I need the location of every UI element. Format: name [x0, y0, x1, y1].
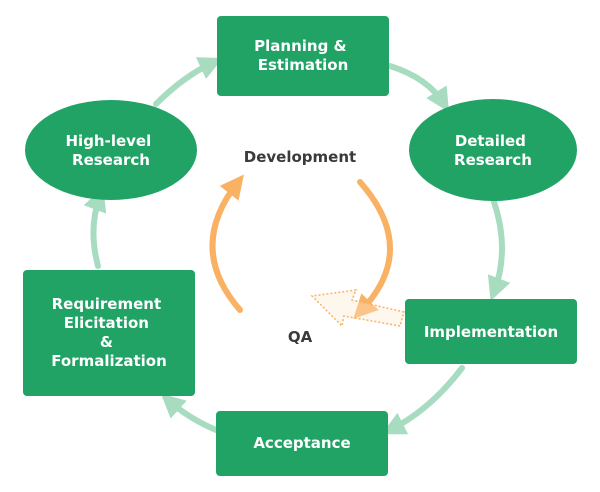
- requirement-label-line-4: Formalization: [51, 352, 167, 370]
- detailed-research-label-line-2: Research: [454, 151, 532, 169]
- svg-text:Implementation: Implementation: [424, 323, 558, 341]
- acceptance-label: Acceptance: [253, 434, 350, 452]
- node-implementation: Implementation: [405, 299, 577, 364]
- arrow-implementation-to-acceptance: [381, 365, 465, 435]
- requirement-label-line-1: Requirement: [52, 295, 162, 313]
- detailed-research-label-line-1: Detailed: [455, 132, 526, 150]
- svg-text:Requirement Elicitation: Requirement Elicitation & Formalization: [51, 295, 167, 370]
- arrow-planning-to-detailed: [387, 63, 450, 113]
- node-requirement-elicitation: Requirement Elicitation & Formalization: [23, 270, 195, 396]
- arrow-detailed-to-implementation: [487, 199, 511, 301]
- node-acceptance: Acceptance: [216, 411, 388, 476]
- inner-arrow-qa-to-development: [209, 174, 244, 313]
- high-level-research-label-line-2: Research: [72, 151, 150, 169]
- arrow-requirement-to-highlevel: [83, 187, 107, 269]
- arrow-acceptance-to-requirement: [160, 393, 219, 433]
- requirement-label-line-2: Elicitation: [64, 314, 149, 332]
- svg-text:Planning & Estimation: Planning & Estimation: [254, 37, 352, 74]
- svg-text:High-level Research: High-level Research: [66, 132, 157, 169]
- node-high-level-research: High-level Research: [25, 100, 197, 200]
- development-label: Development: [244, 148, 356, 166]
- planning-label-line-2: Estimation: [258, 56, 349, 74]
- svg-text:Acceptance: Acceptance: [253, 434, 350, 452]
- implementation-label: Implementation: [424, 323, 558, 341]
- arrow-highlevel-to-planning: [153, 57, 223, 107]
- implementation-to-qa-dotted-arrow: [310, 289, 405, 328]
- inner-arrow-development-to-qa: [353, 179, 393, 319]
- requirement-label-line-3: &: [100, 333, 113, 351]
- high-level-research-label-line-1: High-level: [66, 132, 152, 150]
- qa-label: QA: [288, 328, 313, 346]
- node-detailed-research: Detailed Research: [409, 99, 577, 201]
- svg-text:Detailed Research: Detailed Research: [454, 132, 532, 169]
- node-planning-estimation: Planning & Estimation: [217, 16, 389, 96]
- planning-label-line-1: Planning &: [254, 37, 346, 55]
